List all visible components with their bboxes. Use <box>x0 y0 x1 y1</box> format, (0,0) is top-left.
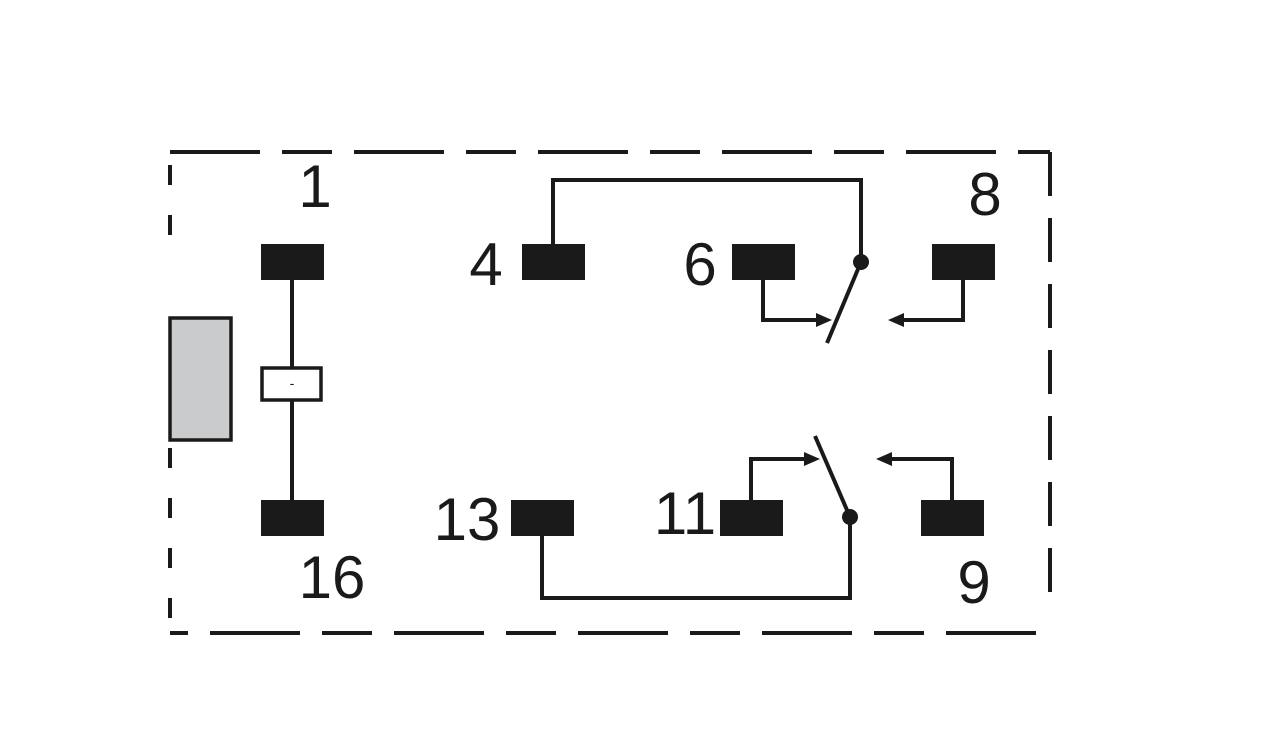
wire-pin6-contact <box>761 280 818 322</box>
wire-pin13-common <box>540 517 852 600</box>
pin-label-8: 8 <box>968 161 1001 228</box>
arrow-pin6 <box>816 313 832 327</box>
coil: - <box>260 280 323 500</box>
wire-pin9-contact <box>890 457 954 500</box>
pin-label-16: 16 <box>299 544 366 611</box>
lower-switch <box>540 435 954 600</box>
pivot-lower <box>842 509 858 525</box>
pad-pin-9 <box>921 500 984 536</box>
pin-label-13: 13 <box>434 486 501 553</box>
pin-pads <box>261 244 995 536</box>
arrow-pin9 <box>876 452 892 466</box>
pad-pin-1 <box>261 244 324 280</box>
pad-pin-8 <box>932 244 995 280</box>
coil-mark: - <box>290 375 295 391</box>
pin-label-11: 11 <box>654 480 716 547</box>
wire-pin11-contact <box>749 457 806 500</box>
pad-pin-6 <box>732 244 795 280</box>
relay-body-block <box>168 316 233 442</box>
pin-label-9: 9 <box>957 549 990 616</box>
pad-pin-13 <box>511 500 574 536</box>
coil-symbol <box>260 366 323 402</box>
upper-switch <box>551 178 965 344</box>
pivot-upper <box>853 254 869 270</box>
pin-label-6: 6 <box>683 231 716 298</box>
switch-blade-lower <box>813 435 852 518</box>
package-outline <box>168 150 1052 635</box>
pad-pin-16 <box>261 500 324 536</box>
pad-pin-4 <box>522 244 585 280</box>
pin-label-4: 4 <box>469 231 502 298</box>
wire-pin4-common <box>551 178 863 262</box>
switch-blade-upper <box>825 261 863 344</box>
arrow-pin8 <box>888 313 904 327</box>
arrow-pin11 <box>804 452 820 466</box>
pad-pin-11 <box>720 500 783 536</box>
wire-pin8-contact <box>902 280 965 322</box>
pin-label-1: 1 <box>298 153 331 220</box>
